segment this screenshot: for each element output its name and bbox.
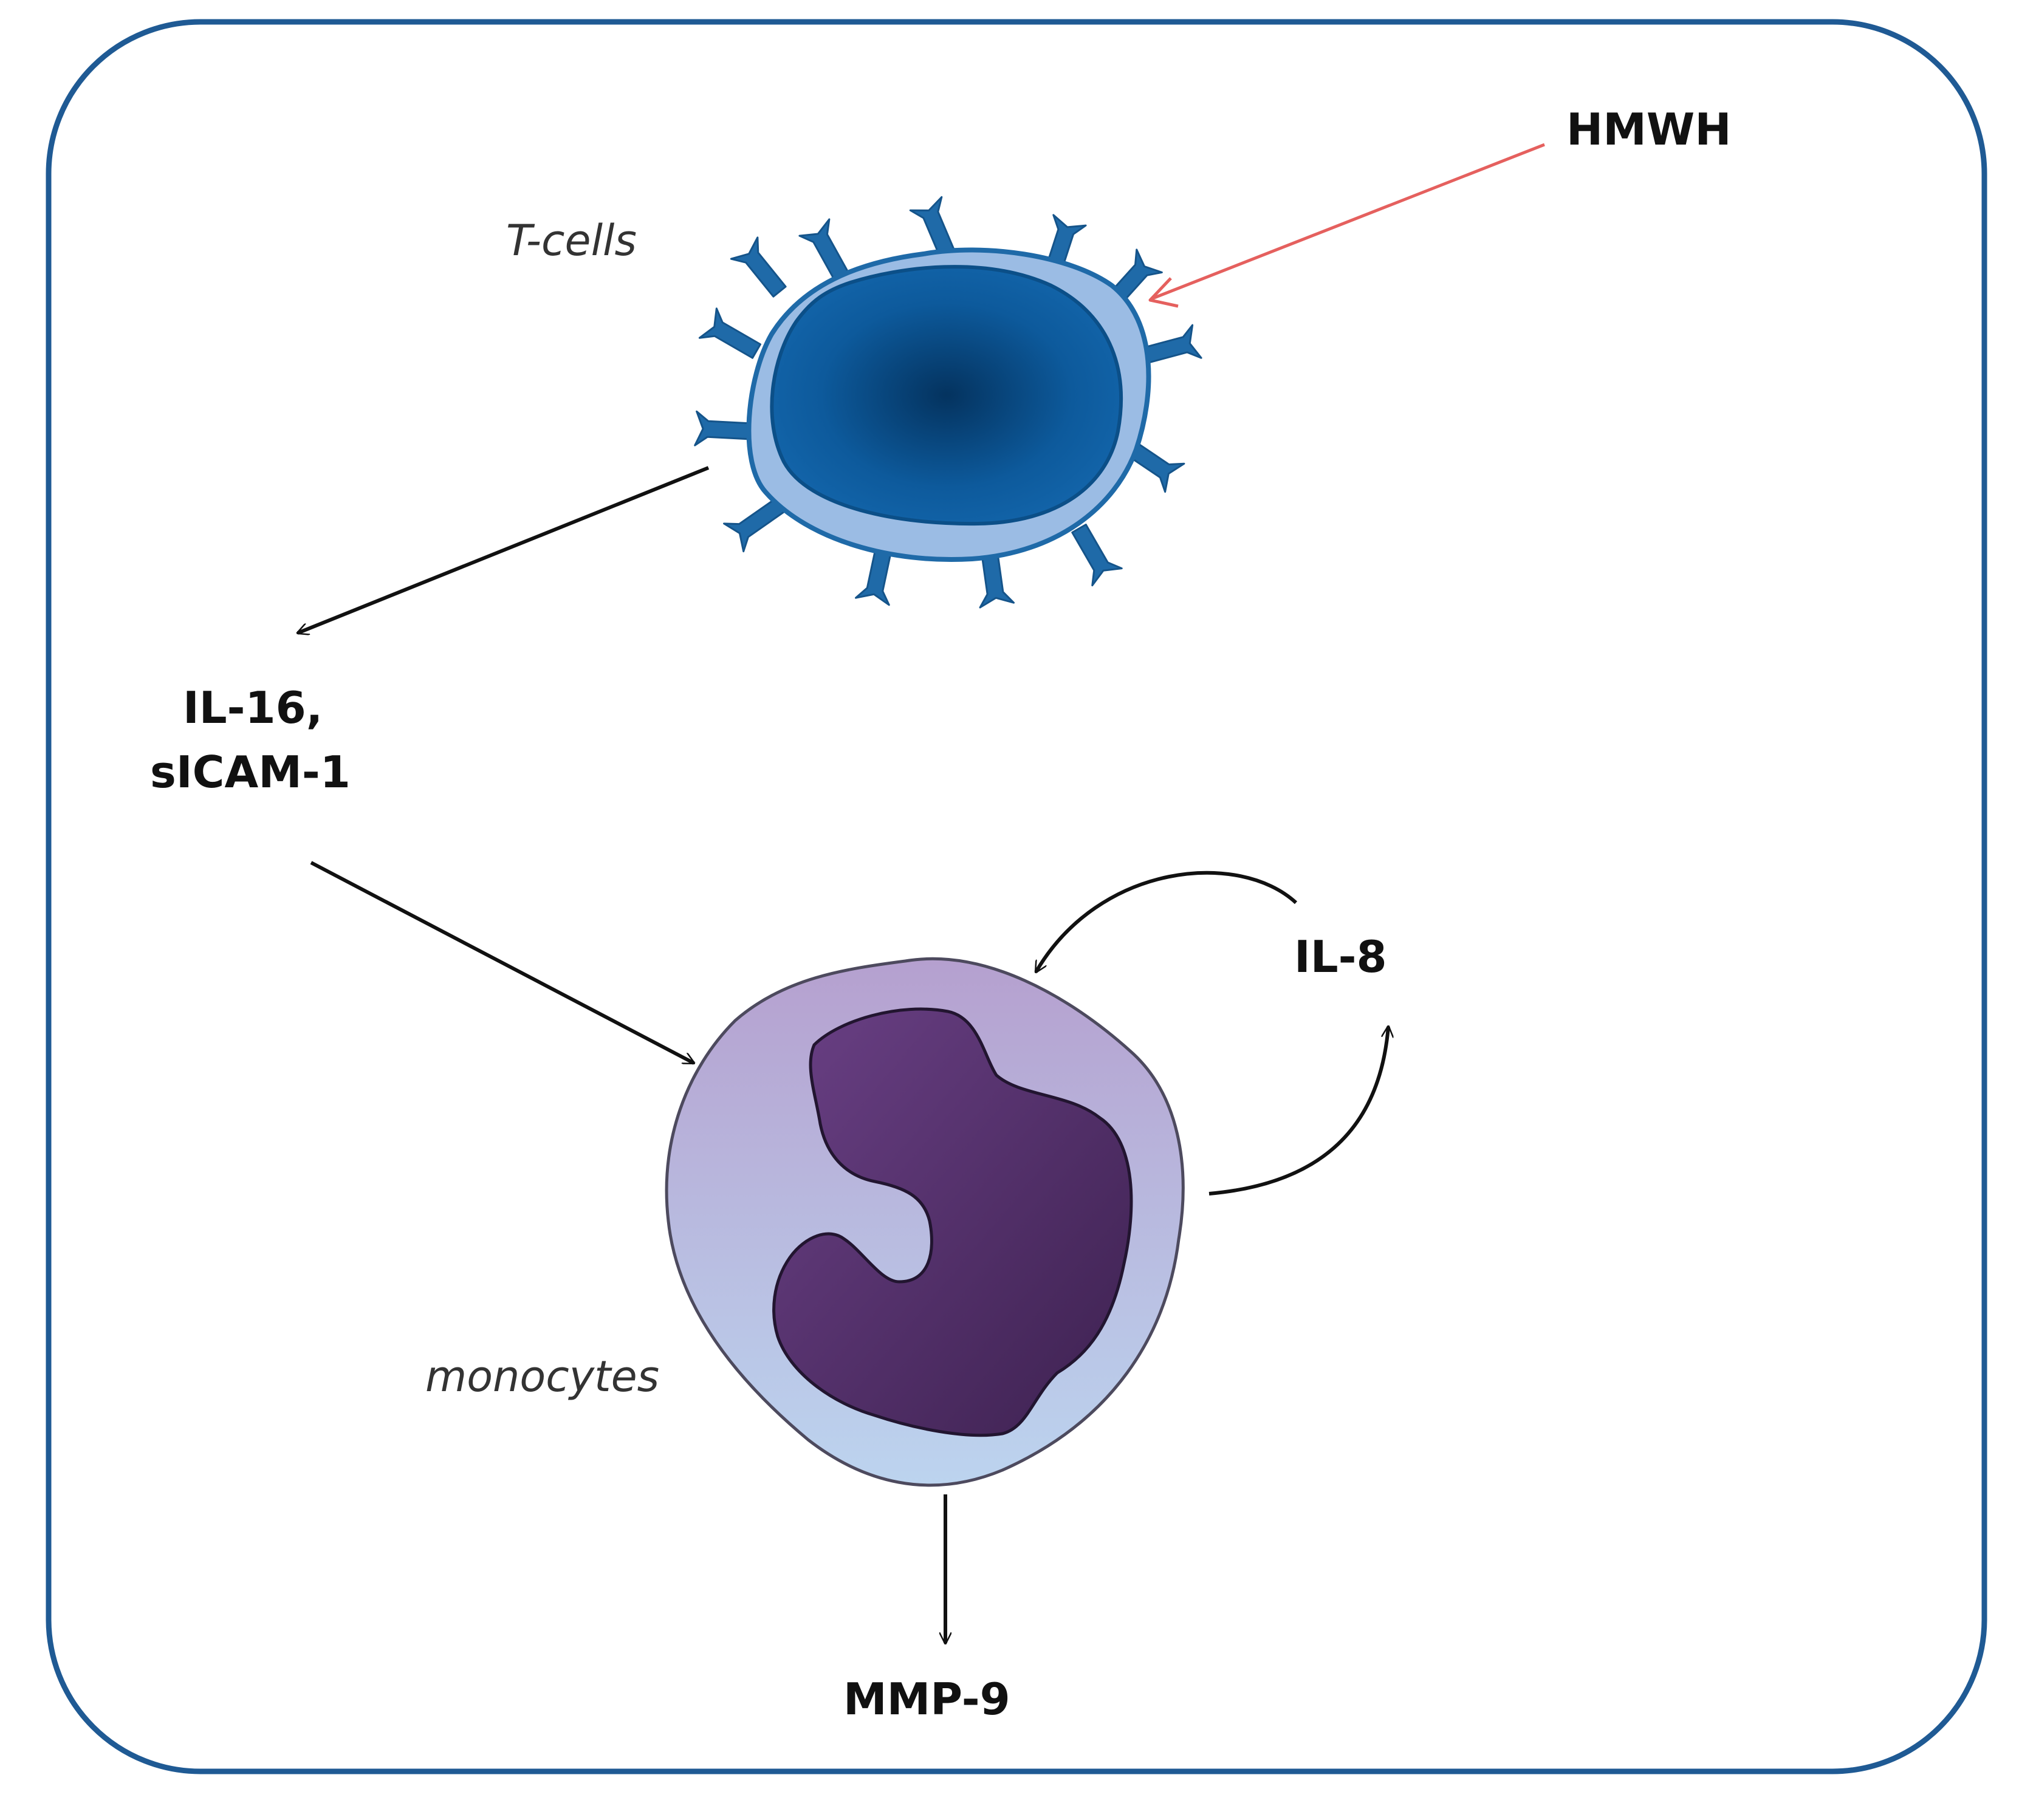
il16-to-monocyte-arrow bbox=[310, 861, 694, 1065]
monocytes-label: monocytes bbox=[425, 1352, 659, 1401]
monocyte-to-il8-arrow bbox=[1208, 1027, 1388, 1196]
hmwh-activation-arrowhead bbox=[1148, 277, 1179, 308]
sicam-label: sICAM-1 bbox=[150, 747, 351, 798]
t-cell bbox=[694, 196, 1202, 609]
t-cell-to-il16-arrow bbox=[298, 466, 710, 633]
il16-label: IL-16, bbox=[183, 682, 323, 733]
il8-to-monocyte-arrow bbox=[1034, 871, 1298, 972]
t-cells-label: T-cells bbox=[506, 216, 637, 265]
monocyte bbox=[665, 957, 1185, 1487]
t-cell-nucleus bbox=[770, 265, 1123, 526]
hmwh-activation-arrow bbox=[1151, 143, 1545, 301]
mmp9-label: MMP-9 bbox=[843, 1674, 1010, 1725]
hmwh-label: HMWH bbox=[1566, 104, 1732, 155]
diagram-frame bbox=[46, 19, 1987, 1774]
monocyte-nucleus bbox=[772, 1007, 1133, 1437]
il8-label: IL-8 bbox=[1294, 931, 1387, 982]
